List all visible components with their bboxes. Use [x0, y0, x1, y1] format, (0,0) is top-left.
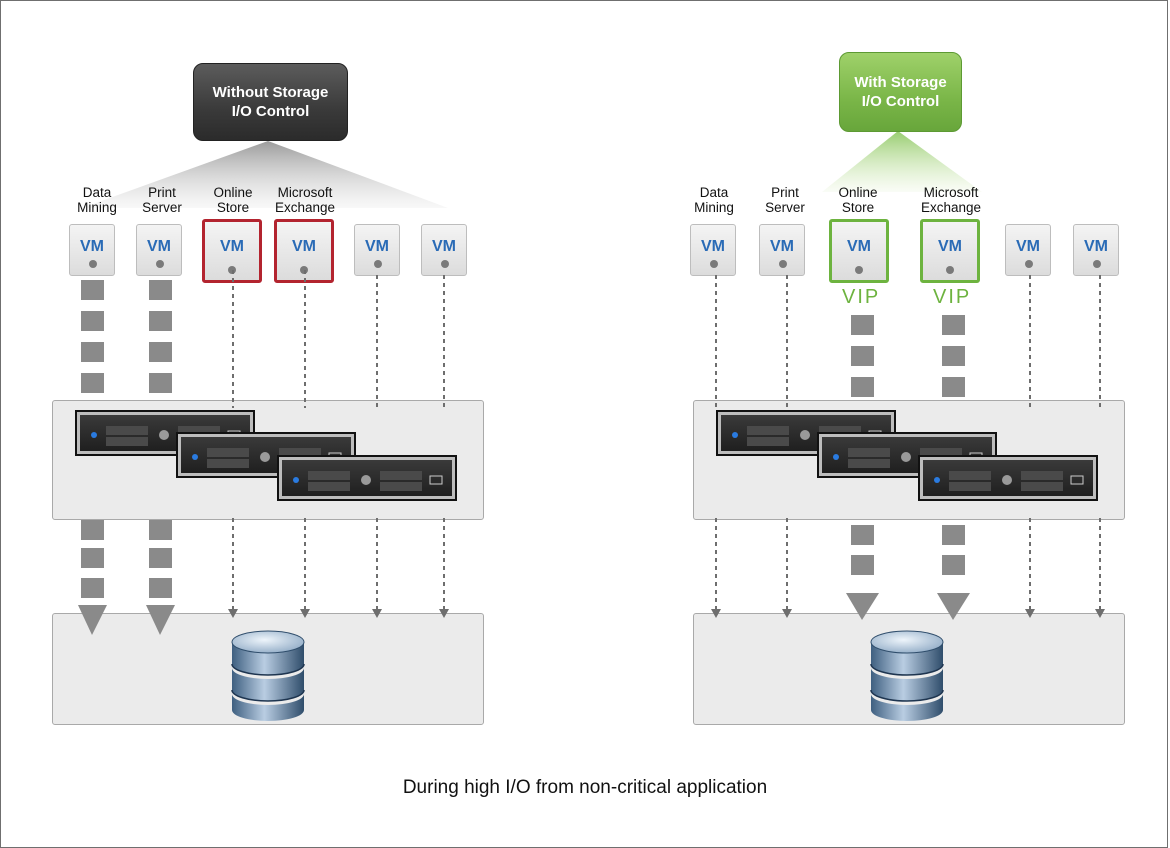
left-title-line1: Without Storage: [212, 84, 329, 101]
left-callout: Without Storage I/O Control: [193, 63, 348, 141]
right-thin-arrowheads: [711, 609, 1105, 618]
vm-icon: VM: [69, 224, 115, 276]
vm-icon: VM: [1005, 224, 1051, 276]
right-callout: With Storage I/O Control: [839, 52, 962, 132]
arrow-down-icon: [372, 609, 382, 618]
arrow-down-icon: [846, 593, 879, 620]
arrow-down-icon: [228, 609, 238, 618]
vip-label-microsoft-exchange: VIP: [933, 286, 972, 308]
left-heavy-flow-data-mining: [78, 280, 107, 635]
arrow-down-icon: [711, 609, 721, 618]
left-heavy-flow-print-server: [146, 280, 175, 635]
left-thin-flows: [232, 270, 445, 610]
left-servers: [75, 410, 457, 501]
arrow-down-icon: [300, 609, 310, 618]
arrow-down-icon: [1095, 609, 1105, 618]
arrow-down-icon: [146, 605, 175, 635]
diagram-caption: During high I/O from non-critical applic…: [402, 777, 768, 798]
vm-icon: VM: [1073, 224, 1119, 276]
vip-label-online-store: VIP: [842, 286, 881, 308]
vm-icon-microsoft-exchange: VM: [920, 219, 980, 283]
right-heavy-flow-microsoft-exchange: [937, 315, 970, 620]
vm-icon: VM: [759, 224, 805, 276]
vm-icon: VM: [136, 224, 182, 276]
right-servers: [716, 410, 1098, 501]
vm-icon: VM: [690, 224, 736, 276]
right-title-line2: I/O Control: [861, 93, 940, 110]
arrow-down-icon: [78, 605, 107, 635]
server-icon: [918, 455, 1098, 501]
vm-icon: VM: [354, 224, 400, 276]
server-icon: [277, 455, 457, 501]
arrow-down-icon: [439, 609, 449, 618]
left-thin-arrowheads: [228, 609, 449, 618]
right-thin-flows: [715, 275, 1101, 610]
arrow-down-icon: [1025, 609, 1035, 618]
vm-icon-online-store: VM: [829, 219, 889, 283]
arrow-down-icon: [782, 609, 792, 618]
vm-icon: VM: [421, 224, 467, 276]
right-heavy-flow-online-store: [846, 315, 879, 620]
database-icon: [231, 630, 305, 721]
left-title-line2: I/O Control: [231, 103, 310, 120]
right-title-line1: With Storage: [854, 74, 947, 91]
arrow-down-icon: [937, 593, 970, 620]
database-icon: [870, 630, 944, 721]
